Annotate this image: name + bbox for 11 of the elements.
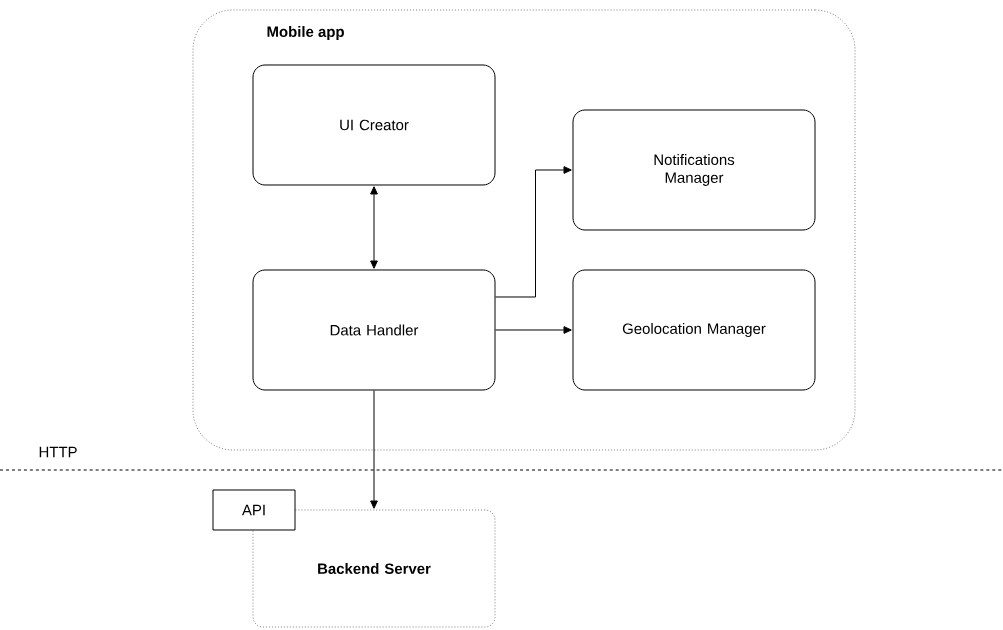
arrow [495,326,572,334]
divider-label: HTTP [39,446,77,458]
component-box: UI Creator [252,64,496,186]
arrow [495,166,572,298]
arrow [370,186,378,269]
api-tag: API [212,489,296,531]
component-box: Notifications Manager [572,109,816,231]
container-heading: Mobile app [267,26,344,40]
component-box: Data Handler [252,269,496,391]
component-box: Geolocation Manager [572,269,816,391]
arrow [370,390,378,509]
